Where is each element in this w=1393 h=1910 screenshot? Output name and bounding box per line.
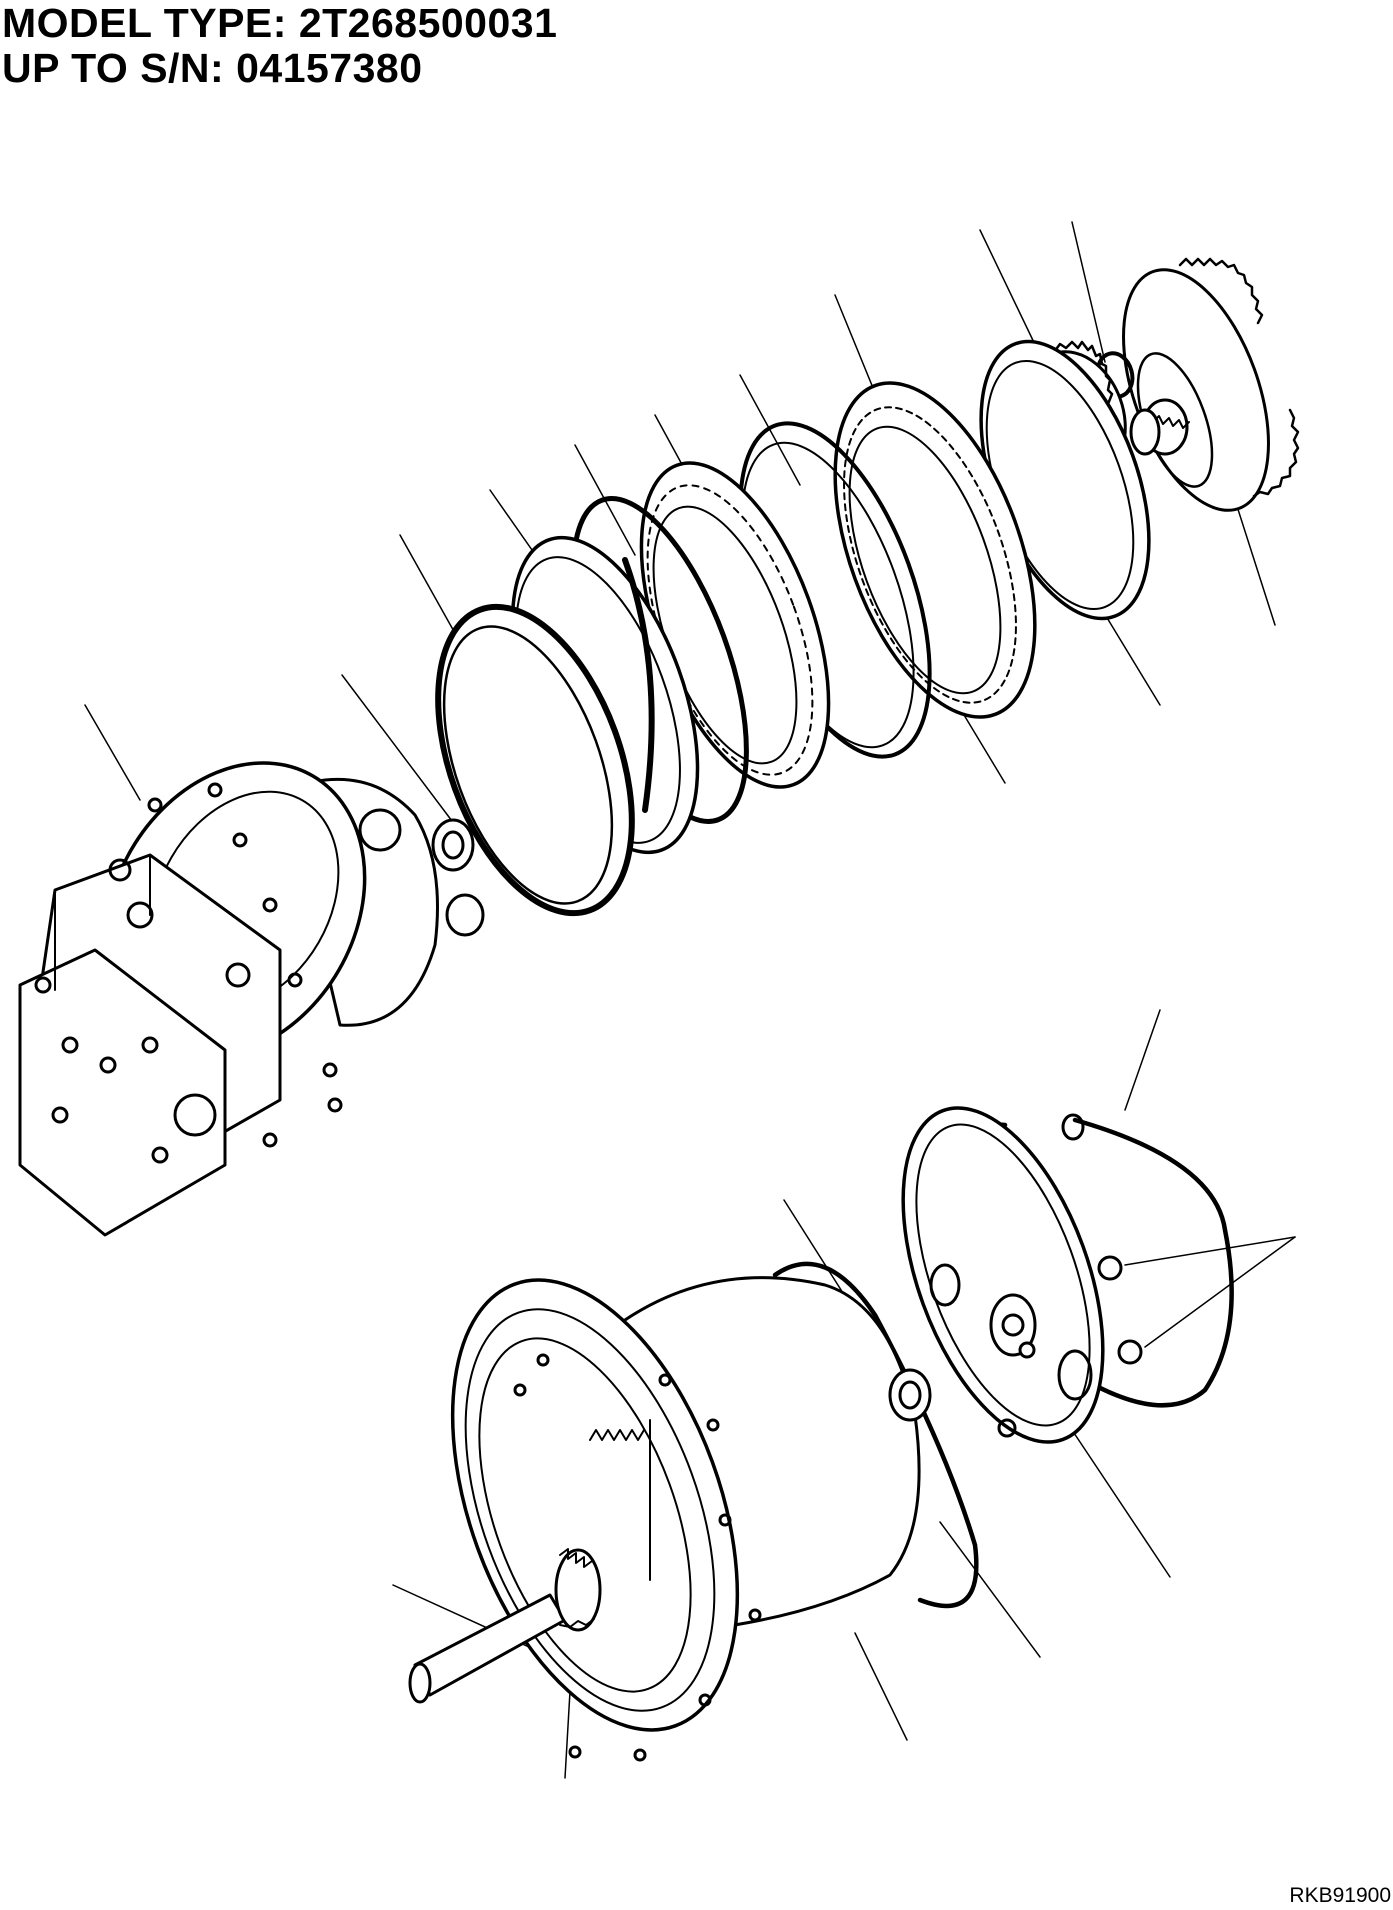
serial-number-heading: UP TO S/N: 04157380 [2, 45, 423, 91]
sun-gear-shaft [410, 1549, 600, 1702]
motor-housing [20, 716, 483, 1235]
drawing-reference-code: RKB91900 [1289, 1884, 1391, 1907]
plug-lower [1119, 1341, 1141, 1363]
snap-ring-eye [1063, 1115, 1083, 1139]
plug-center [1020, 1343, 1034, 1357]
ring-gear-housing [397, 1241, 930, 1768]
cover-o-ring [775, 1264, 976, 1606]
plug-upper [1099, 1257, 1121, 1279]
model-type-heading: MODEL TYPE: 2T268500031 [2, 0, 558, 46]
roller-bearing-large [795, 356, 1074, 743]
planet-gear-shaft [1131, 400, 1189, 454]
washer [433, 820, 473, 870]
cover-plate [863, 1081, 1142, 1468]
outer-seal-ring [400, 581, 669, 940]
